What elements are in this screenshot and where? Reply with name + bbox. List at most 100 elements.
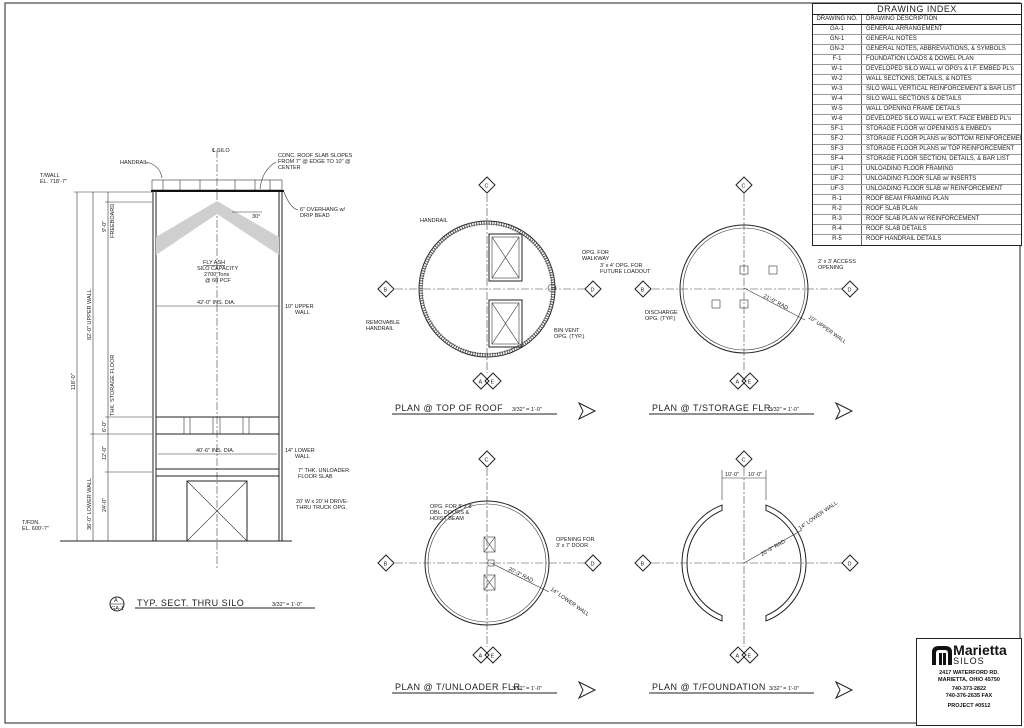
door-label: 3' x 7' DOOR xyxy=(556,543,588,549)
binvent-label: OPG. (TYP.) xyxy=(554,334,585,340)
grid-marker-d-label: D xyxy=(848,562,852,568)
drawing-desc: GENERAL ARRANGEMENT xyxy=(866,26,943,32)
drawing-no: W-3 xyxy=(813,85,862,94)
drawing-index-header: DRAWING NO. DRAWING DESCRIPTION xyxy=(813,15,1021,25)
col-drawing-no: DRAWING NO. xyxy=(813,15,862,24)
plan-scale: 3/32" = 1'-0" xyxy=(512,686,542,692)
drawing-desc: SILO WALL VERTICAL REINFORCEMENT & BAR L… xyxy=(866,86,1016,92)
drawing-desc: STORAGE FLOOR SECTION, DETAILS, & BAR LI… xyxy=(866,156,1010,162)
density-label: @ 60 PCF xyxy=(205,278,231,284)
sheet-border xyxy=(4,2,1021,724)
drawing-no: F-1 xyxy=(813,55,862,64)
fax: 740-376-2635 FAX xyxy=(945,692,993,699)
drawing-no: SF-2 xyxy=(813,135,862,144)
removable-label: REMOVABLE xyxy=(366,320,400,326)
drawing-no: R-3 xyxy=(813,215,862,224)
doors-label: DBL. DOORS & xyxy=(430,510,469,516)
unloader-label: FLOOR SLAB xyxy=(298,474,333,480)
grid-marker-e xyxy=(741,646,759,664)
grid-marker-a xyxy=(472,646,490,664)
loadout-label: FUTURE LOADOUT xyxy=(600,269,651,275)
upper-dia-label: 42'-0" INS. DIA. xyxy=(197,300,236,306)
capacity-label: SILO CAPACITY xyxy=(197,266,238,272)
dim-label: 12'-0" xyxy=(102,446,108,460)
drawing-no: W-1 xyxy=(813,65,862,74)
removable-label: HANDRAIL xyxy=(366,326,394,332)
drawing-no: GN-1 xyxy=(813,35,862,44)
roof-note: CONC. ROOF SLAB SLOPES xyxy=(278,153,353,159)
loadout-label: 3' x 4' OPG. FOR xyxy=(600,263,642,269)
project-number: PROJECT #0512 xyxy=(947,703,991,709)
north-arrow-icon xyxy=(834,401,854,421)
grid-marker-b-label: B xyxy=(384,562,388,568)
fly-ash-pile xyxy=(156,201,279,255)
radius-label: 20'-3" RAD. xyxy=(507,566,536,585)
unloader-plan-details: OPG. FOR 8' x 8' DBL. DOORS & HOIST BEAM… xyxy=(430,504,595,618)
drawing-no: GN-2 xyxy=(813,45,862,54)
plan-title: PLAN @ T/FOUNDATION xyxy=(652,682,766,692)
section-thru-silo: ℄ SILO 30° FLY ASH SILO CAPACITY 2700 To… xyxy=(22,148,353,612)
grid-marker-a-label: A xyxy=(736,654,740,660)
north-arrow-icon xyxy=(577,401,597,421)
truck-label: 20' W x 20' H DRIVE- xyxy=(296,499,349,505)
dim-label: 9'-0" xyxy=(102,221,108,232)
foundation-wall-arc xyxy=(765,504,807,622)
drawing-desc: STORAGE FLOOR PLANS w/ BOTTOM REINFORCEM… xyxy=(866,136,1021,142)
drawing-no: W-4 xyxy=(813,95,862,104)
drawing-desc: ROOF HANDRAIL DETAILS xyxy=(866,236,942,242)
drawing-no: UF-1 xyxy=(813,165,862,174)
wall-label: 10" UPPER WALL xyxy=(807,315,847,346)
grid-marker-b xyxy=(634,554,652,572)
drawing-desc: ROOF SLAB PLAN w/ REINFORCEMENT xyxy=(866,216,980,222)
title-block: Marietta SILOS 2417 WATERFORD RD. MARIET… xyxy=(916,638,1022,726)
drawing-desc: DEVELOPED SILO WALL w/ EXT. FACE EMBED P… xyxy=(866,116,1012,122)
drawing-no: R-2 xyxy=(813,205,862,214)
section-title: TYP. SECT. THRU SILO xyxy=(137,598,244,608)
grid-marker-b xyxy=(377,554,395,572)
foundation-plan-details: 10'-0" 10'-0" 20'-3" RAD. 14" LOWER WALL xyxy=(721,470,839,564)
callout-letter: A xyxy=(114,598,118,604)
truck-label: THRU TRUCK OPG. xyxy=(296,505,347,511)
callout-sheet: GA-1 xyxy=(111,606,124,612)
twall-label: T/WALL xyxy=(40,173,60,179)
upper-wall-label: 10" UPPER xyxy=(285,304,314,310)
walkway-label: WALKWAY xyxy=(582,256,610,262)
grid-marker-a xyxy=(729,646,747,664)
grid-marker-c xyxy=(735,176,753,194)
lower-dia-label: 40'-6" INS. DIA. xyxy=(196,448,235,454)
grid-marker-e xyxy=(484,646,502,664)
handrail-label: HANDRAIL xyxy=(420,218,448,224)
brand-sub: SILOS xyxy=(953,656,985,666)
plan-title: PLAN @ T/STORAGE FLR. xyxy=(652,403,774,413)
drawing-no: W-2 xyxy=(813,75,862,84)
centerline-label: ℄ SILO xyxy=(211,148,230,154)
grid-marker-e-label: E xyxy=(748,380,752,386)
binvent-label: BIN VENT xyxy=(554,328,580,334)
wall-label: 14" LOWER WALL xyxy=(798,500,839,531)
grid-marker-a-label: A xyxy=(479,654,483,660)
grid-marker-a-label: A xyxy=(479,380,483,386)
plan-unloader: PLAN @ T/UNLOADER FLR.3/32" = 1'-0" xyxy=(392,468,597,700)
grid-marker-d-label: D xyxy=(591,562,595,568)
drawing-desc: WALL OPENING FRAME DETAILS xyxy=(866,106,961,112)
doors-label: OPG. FOR 8' x 8' xyxy=(430,504,472,510)
grid-marker-d xyxy=(841,280,859,298)
plan-storage: PLAN @ T/STORAGE FLR.3/32" = 1'-0" xyxy=(649,194,854,421)
grid-marker-d xyxy=(841,554,859,572)
north-arrow-icon xyxy=(834,680,854,700)
lower-wall-label: 14" LOWER xyxy=(285,448,315,454)
drawing-desc: ROOF BEAM FRAMING PLAN xyxy=(866,196,949,202)
grid-marker-e-label: E xyxy=(491,654,495,660)
access-label: OPENING xyxy=(818,265,843,271)
drawing-desc: GENERAL NOTES xyxy=(866,36,917,42)
dim-label: FREEBOARD xyxy=(110,204,116,238)
